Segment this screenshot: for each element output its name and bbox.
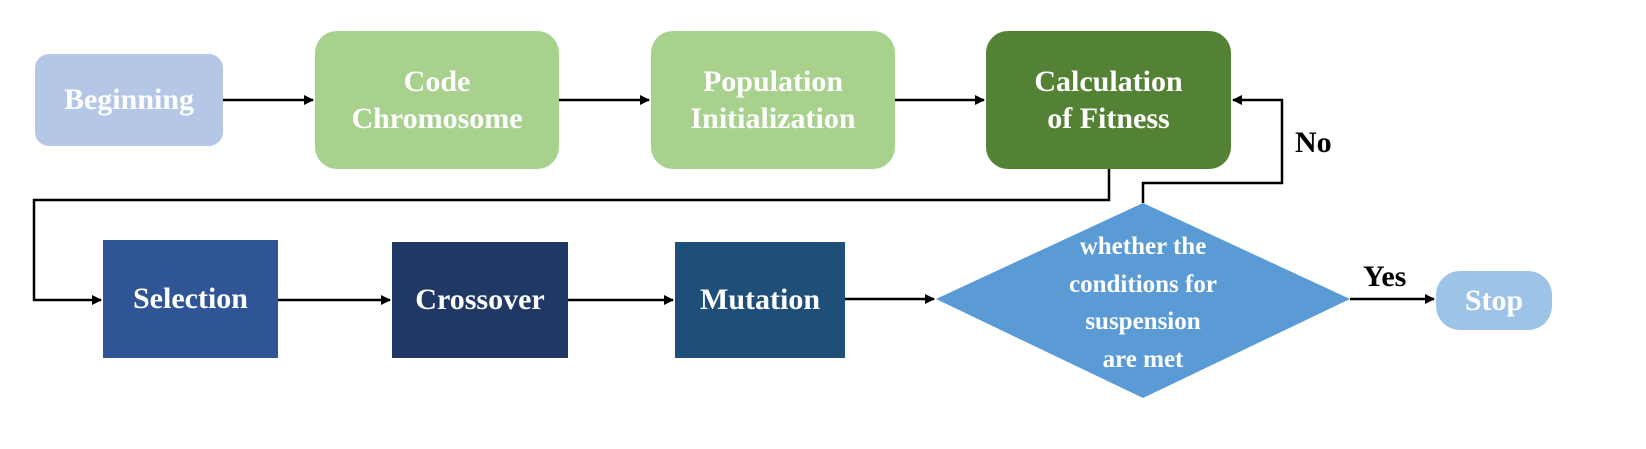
mutation-node: Mutation <box>675 242 845 358</box>
code-chromosome-label-line2: Chromosome <box>351 102 523 135</box>
decision-diamond <box>936 203 1350 398</box>
calculation-of-fitness-label-line2: of Fitness <box>1047 102 1170 135</box>
mutation-label: Mutation <box>700 283 820 317</box>
calculation-of-fitness-label-line1: Calculation <box>1034 64 1183 98</box>
selection-label: Selection <box>133 282 248 316</box>
crossover-label: Crossover <box>415 283 545 317</box>
population-initialization-node: Population Initialization <box>651 31 895 169</box>
code-chromosome-node: Code Chromosome <box>315 31 559 169</box>
decision-label-line2: conditions for <box>1069 270 1217 298</box>
beginning-label: Beginning <box>63 83 195 117</box>
calculation-of-fitness-node: Calculation of Fitness <box>986 31 1231 169</box>
population-initialization-label-line2: Initialization <box>690 102 856 135</box>
stop-label: Stop <box>1464 283 1524 317</box>
decision-label-line3: suspension <box>1085 308 1201 335</box>
arrow-decision-no-to-calculation <box>1141 95 1284 203</box>
decision-node-label: whether the conditions for suspension ar… <box>1030 228 1256 378</box>
beginning-node: Beginning <box>35 54 223 146</box>
code-chromosome-label-line1: Code <box>403 64 471 98</box>
arrow-calculation-to-selection <box>32 169 1111 305</box>
population-initialization-label-line1: Population <box>702 64 844 98</box>
no-edge-label: No <box>1295 126 1332 159</box>
yes-edge-label: Yes <box>1363 260 1407 293</box>
stop-node: Stop <box>1436 271 1552 330</box>
decision-label-line1: whether the <box>1079 233 1207 260</box>
selection-node: Selection <box>103 240 278 358</box>
decision-label-line4: are met <box>1102 345 1184 373</box>
crossover-node: Crossover <box>392 242 568 358</box>
